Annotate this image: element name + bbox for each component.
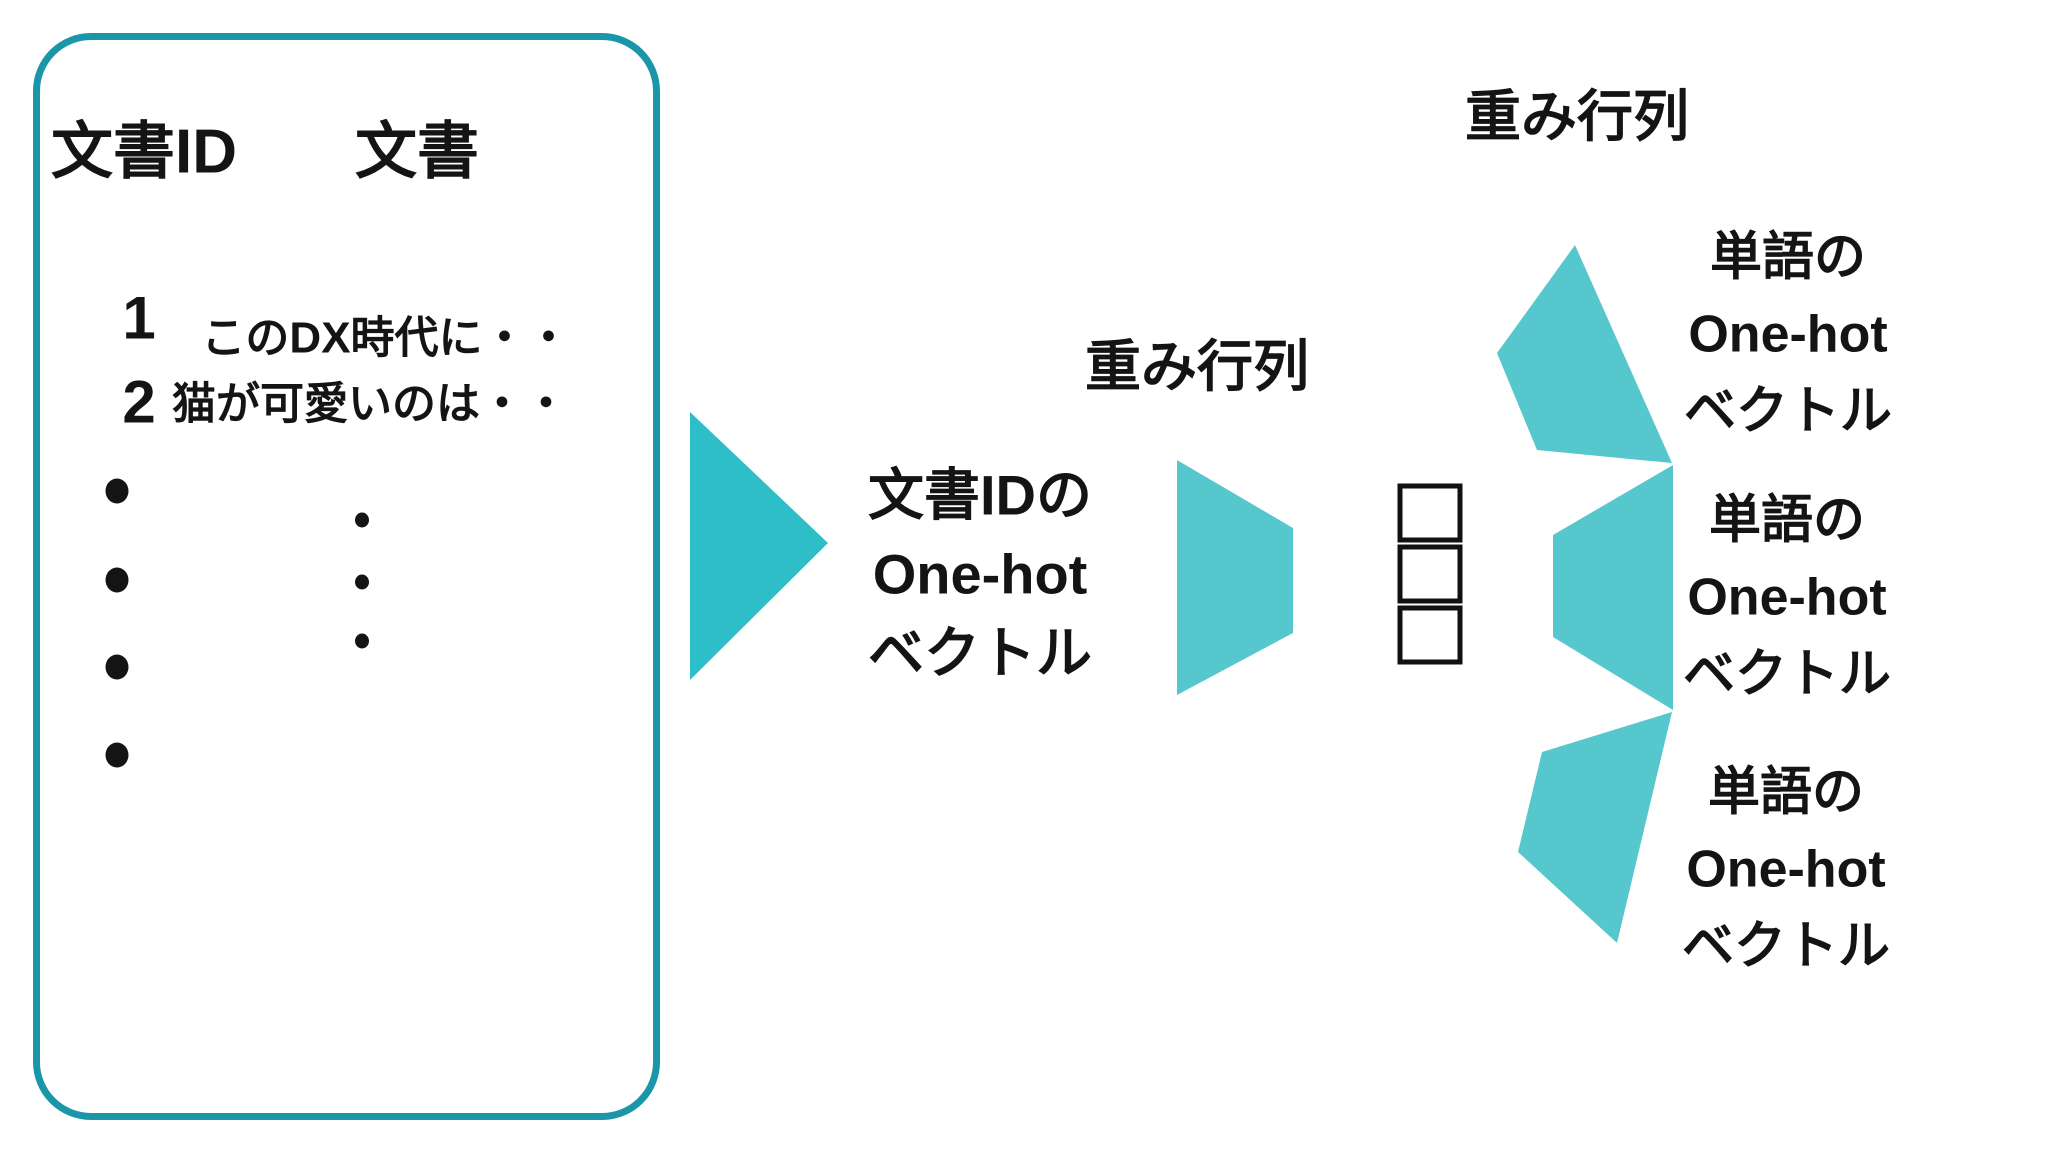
ellipsis-dot	[105, 567, 129, 593]
weight-matrix-fan-top	[1497, 245, 1672, 463]
weight-matrix-label-top: 重み行列	[1465, 84, 1689, 148]
column-header-doc: 文書	[354, 117, 480, 187]
hidden-cell	[1397, 544, 1463, 604]
hidden-cell	[1397, 605, 1463, 665]
label-line: ベクトル	[868, 621, 1092, 685]
ellipsis-dot	[355, 574, 369, 590]
ellipsis-dot	[355, 512, 369, 528]
label-line: ベクトル	[1681, 917, 1891, 976]
input-arrow-triangle	[690, 412, 828, 680]
label-line: 文書IDの	[868, 463, 1092, 527]
label-line: One-hot	[1687, 568, 1887, 627]
doc-id-cell-2: 2	[122, 368, 156, 436]
word-one-hot-vector-label-1: 単語の One-hot ベクトル	[1684, 220, 1892, 451]
weight-matrix-fan-middle	[1553, 465, 1673, 710]
label-line: One-hot	[872, 542, 1088, 606]
weight-matrix-label-mid: 重み行列	[1085, 334, 1309, 398]
weight-matrix-funnel-left	[1177, 460, 1293, 695]
label-line: 単語の	[1709, 228, 1867, 287]
ellipsis-dot	[355, 633, 369, 649]
doc-text-cell-1: このDX時代に・・	[201, 313, 571, 363]
label-line: One-hot	[1688, 305, 1888, 364]
column-header-doc-id: 文書ID	[50, 117, 238, 187]
doc-id-cell-1: 1	[122, 284, 156, 352]
ellipsis-dot	[105, 654, 129, 680]
doc-text-cell-2: 猫が可愛いのは・・	[172, 379, 568, 429]
label-line: One-hot	[1686, 840, 1886, 899]
ellipsis-dot	[105, 478, 129, 504]
label-line: 単語の	[1707, 763, 1865, 822]
label-line: ベクトル	[1682, 645, 1892, 704]
document-table-panel	[33, 33, 660, 1120]
weight-matrix-fan-bottom	[1518, 712, 1672, 943]
label-line: 単語の	[1708, 491, 1866, 550]
hidden-cell	[1397, 483, 1463, 543]
ellipsis-dot	[105, 742, 129, 768]
word-one-hot-vector-label-3: 単語の One-hot ベクトル	[1682, 755, 1890, 986]
hidden-vector-cells	[1397, 483, 1463, 665]
word-one-hot-vector-label-2: 単語の One-hot ベクトル	[1683, 483, 1891, 714]
label-line: ベクトル	[1683, 382, 1893, 441]
doc-id-one-hot-vector-label: 文書IDの One-hot ベクトル	[868, 456, 1092, 693]
